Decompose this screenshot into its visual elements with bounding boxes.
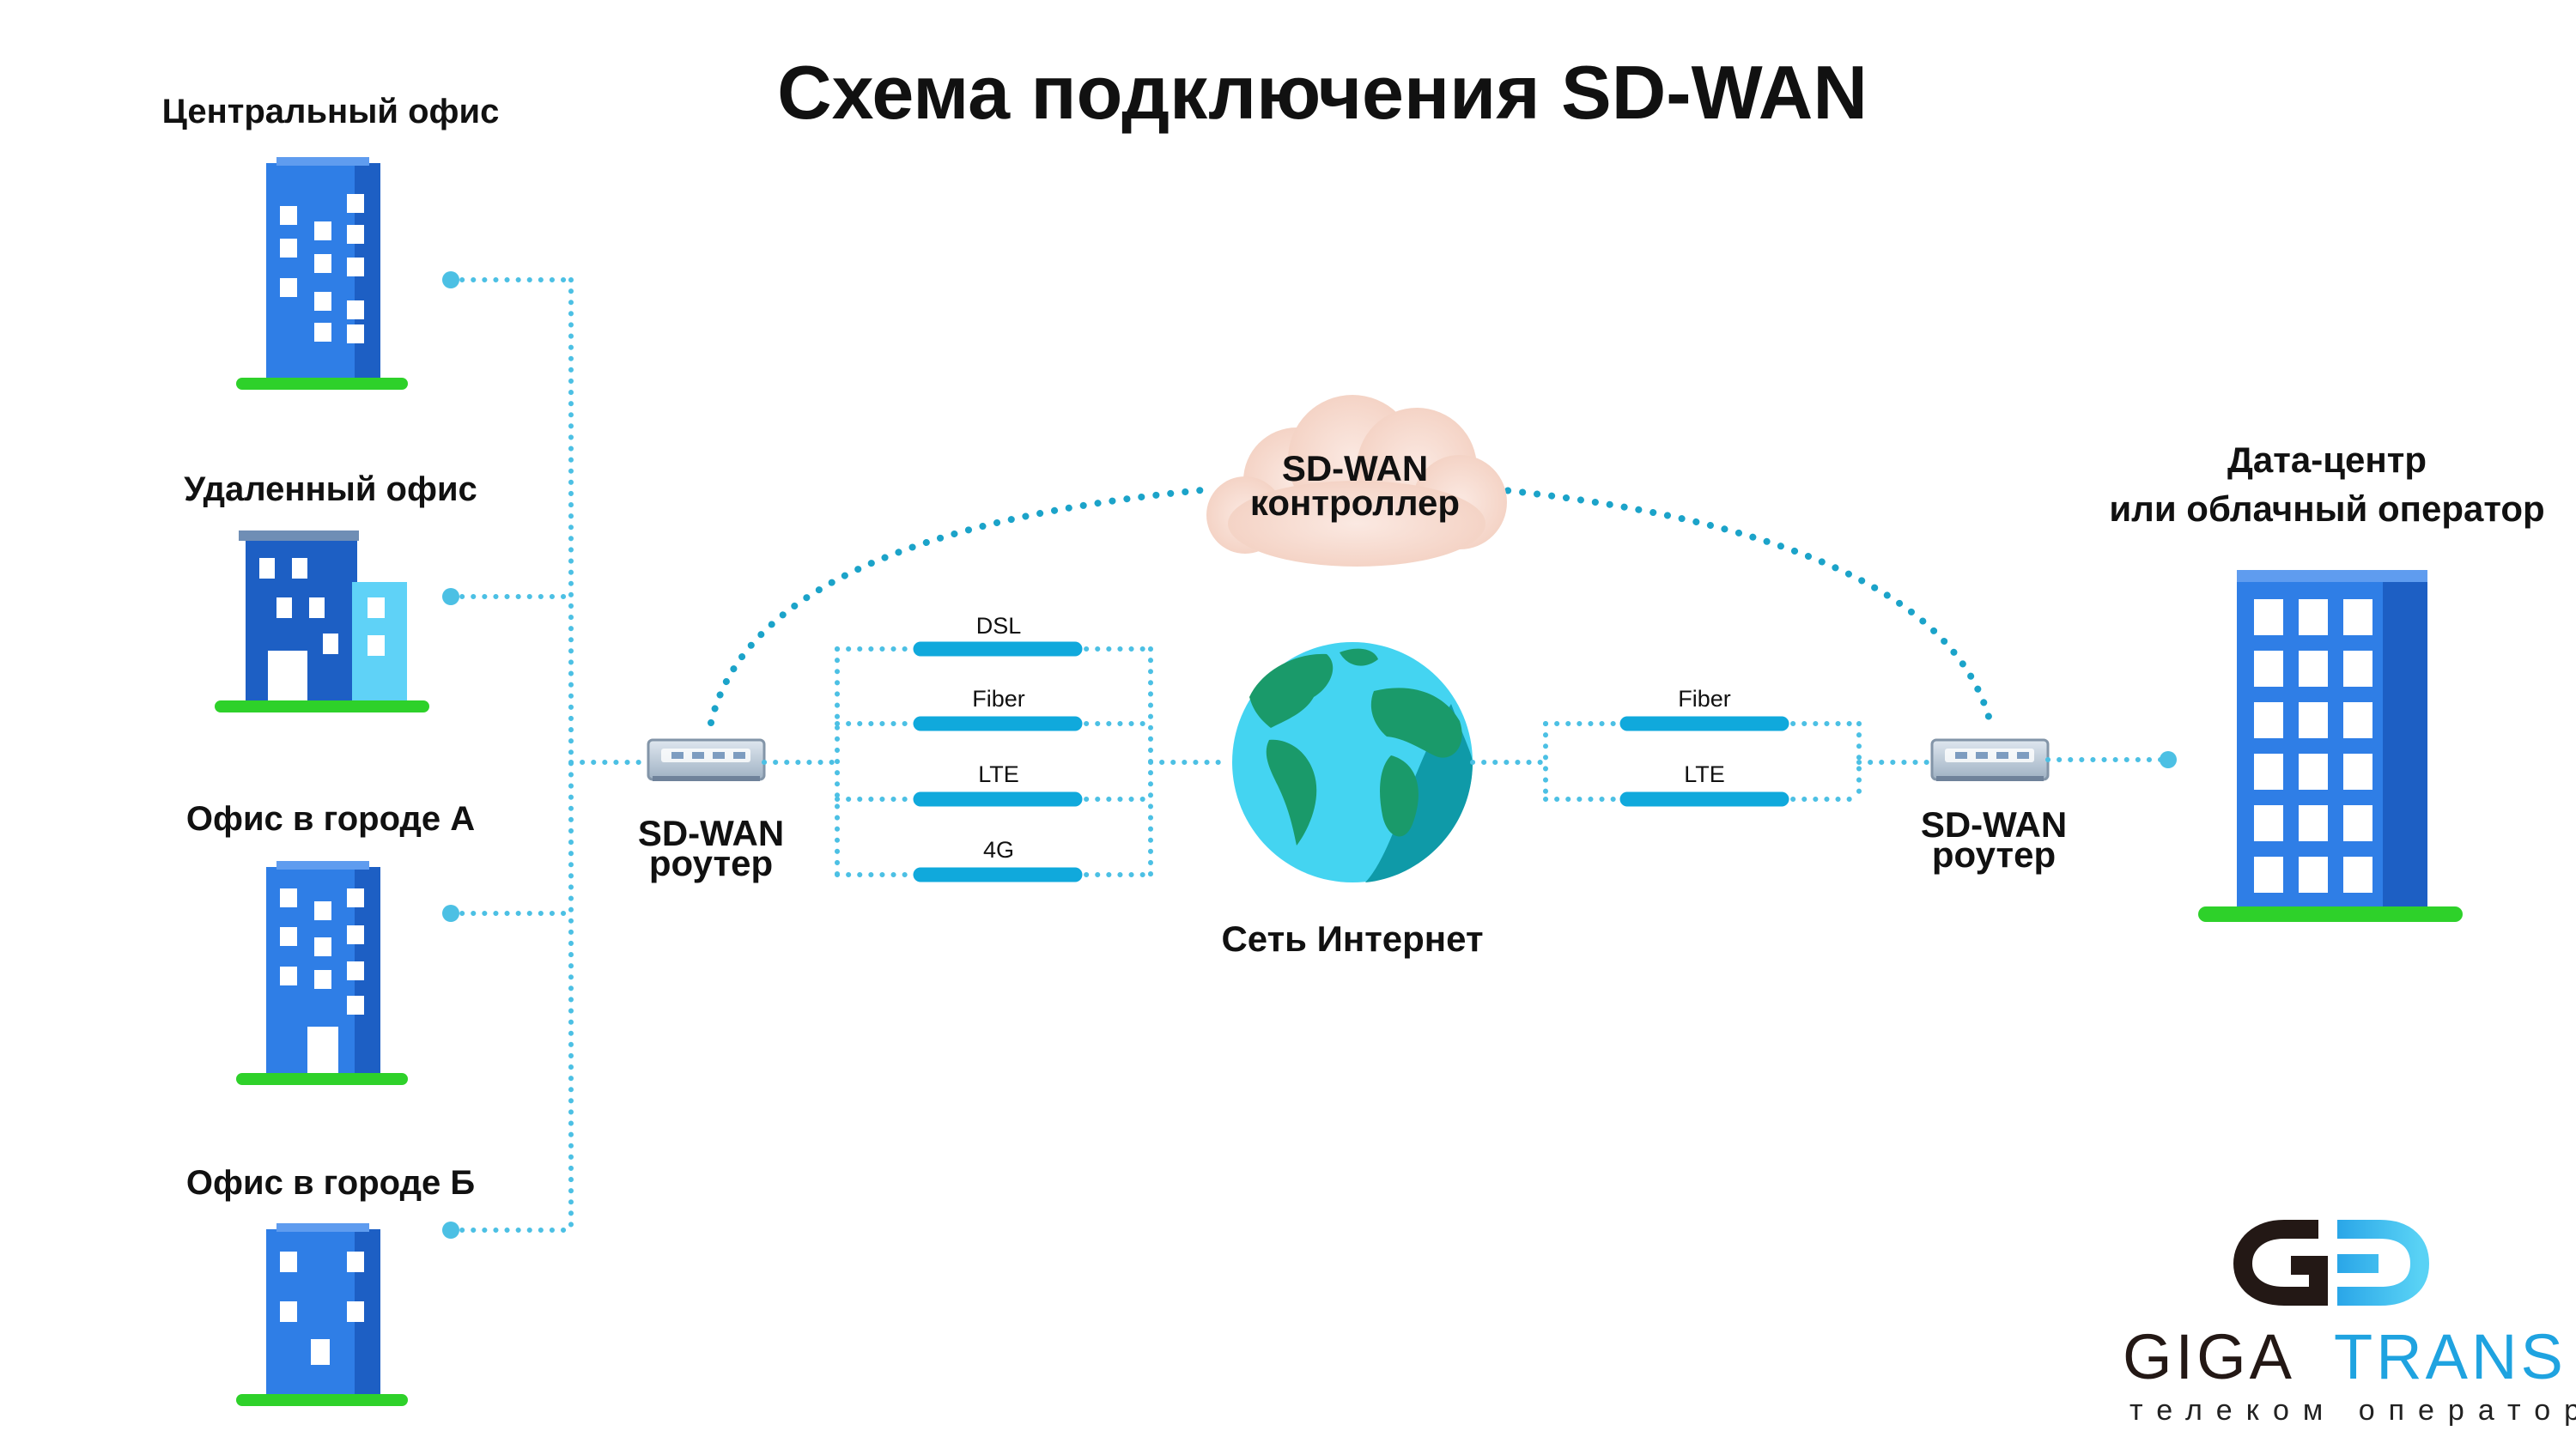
right-controller-link bbox=[1475, 484, 1994, 726]
datacenter-window bbox=[2299, 805, 2328, 841]
left-router-label-2: роутер bbox=[649, 843, 773, 883]
link-label-fiber-right: Fiber bbox=[1678, 686, 1731, 712]
datacenter-window bbox=[2254, 702, 2283, 738]
link-label-fiber-left: Fiber bbox=[972, 686, 1025, 712]
datacenter-window bbox=[2254, 599, 2283, 635]
office-bus bbox=[442, 271, 651, 1239]
office-city-a: Офис в городе А bbox=[186, 800, 475, 1085]
datacenter-window bbox=[2299, 754, 2328, 790]
remote-office: Удаленный офис bbox=[184, 470, 477, 712]
right-router-label-2: роутер bbox=[1932, 834, 2056, 875]
datacenter-window bbox=[2299, 857, 2328, 893]
diagram-title: Схема подключения SD-WAN bbox=[777, 50, 1868, 135]
datacenter-window bbox=[2343, 651, 2372, 687]
controller-label-2: контроллер bbox=[1250, 482, 1460, 523]
internet-globe: Сеть Интернет bbox=[1221, 642, 1484, 959]
datacenter: Дата-центр или облачный оператор bbox=[2109, 440, 2545, 922]
office-label-city-b: Офис в городе Б bbox=[186, 1164, 475, 1202]
left-controller-link bbox=[708, 486, 1214, 726]
datacenter-window bbox=[2343, 599, 2372, 635]
link-label-lte-left: LTE bbox=[978, 761, 1019, 787]
datacenter-window bbox=[2299, 651, 2328, 687]
office-city-b: Офис в городе Б bbox=[186, 1164, 475, 1406]
link-label-lte-right: LTE bbox=[1684, 761, 1725, 787]
office-label-remote: Удаленный офис bbox=[184, 470, 477, 508]
datacenter-window bbox=[2254, 651, 2283, 687]
datacenter-window bbox=[2343, 754, 2372, 790]
left-link-bundle: DSL Fiber LTE 4G bbox=[762, 613, 1230, 882]
datacenter-window bbox=[2343, 857, 2372, 893]
datacenter-window bbox=[2299, 599, 2328, 635]
logo-tagline: телеком оператор bbox=[2129, 1394, 2576, 1427]
link-label-dsl: DSL bbox=[976, 613, 1022, 639]
office-label-city-a: Офис в городе А bbox=[186, 800, 475, 838]
link-label-4g: 4G bbox=[983, 837, 1014, 863]
datacenter-label-1: Дата-центр bbox=[2227, 440, 2427, 480]
datacenter-label-2: или облачный оператор bbox=[2109, 488, 2544, 529]
left-router-label-1: SD-WAN bbox=[638, 813, 784, 853]
right-link-bundle: Fiber LTE bbox=[1470, 686, 1935, 807]
datacenter-window bbox=[2299, 702, 2328, 738]
controller-cloud: SD-WAN контроллер bbox=[1206, 395, 1507, 567]
controller-label-1: SD-WAN bbox=[1282, 448, 1428, 488]
datacenter-window bbox=[2343, 702, 2372, 738]
gigatrans-logo: GIGA TRANS телеком оператор bbox=[2123, 1220, 2576, 1427]
right-router-label-1: SD-WAN bbox=[1921, 804, 2067, 845]
gd-mark-icon bbox=[2233, 1220, 2430, 1306]
left-router: SD-WAN роутер bbox=[638, 738, 784, 883]
internet-label: Сеть Интернет bbox=[1221, 919, 1483, 959]
logo-giga: GIGA bbox=[2123, 1321, 2295, 1392]
datacenter-window bbox=[2254, 857, 2283, 893]
office-label-central: Центральный офис bbox=[162, 93, 500, 130]
right-router: SD-WAN роутер bbox=[1921, 738, 2177, 875]
datacenter-window bbox=[2254, 754, 2283, 790]
datacenter-window bbox=[2254, 805, 2283, 841]
central-office: Центральный офис bbox=[162, 93, 500, 390]
logo-trans: TRANS bbox=[2334, 1321, 2567, 1392]
datacenter-window bbox=[2343, 805, 2372, 841]
